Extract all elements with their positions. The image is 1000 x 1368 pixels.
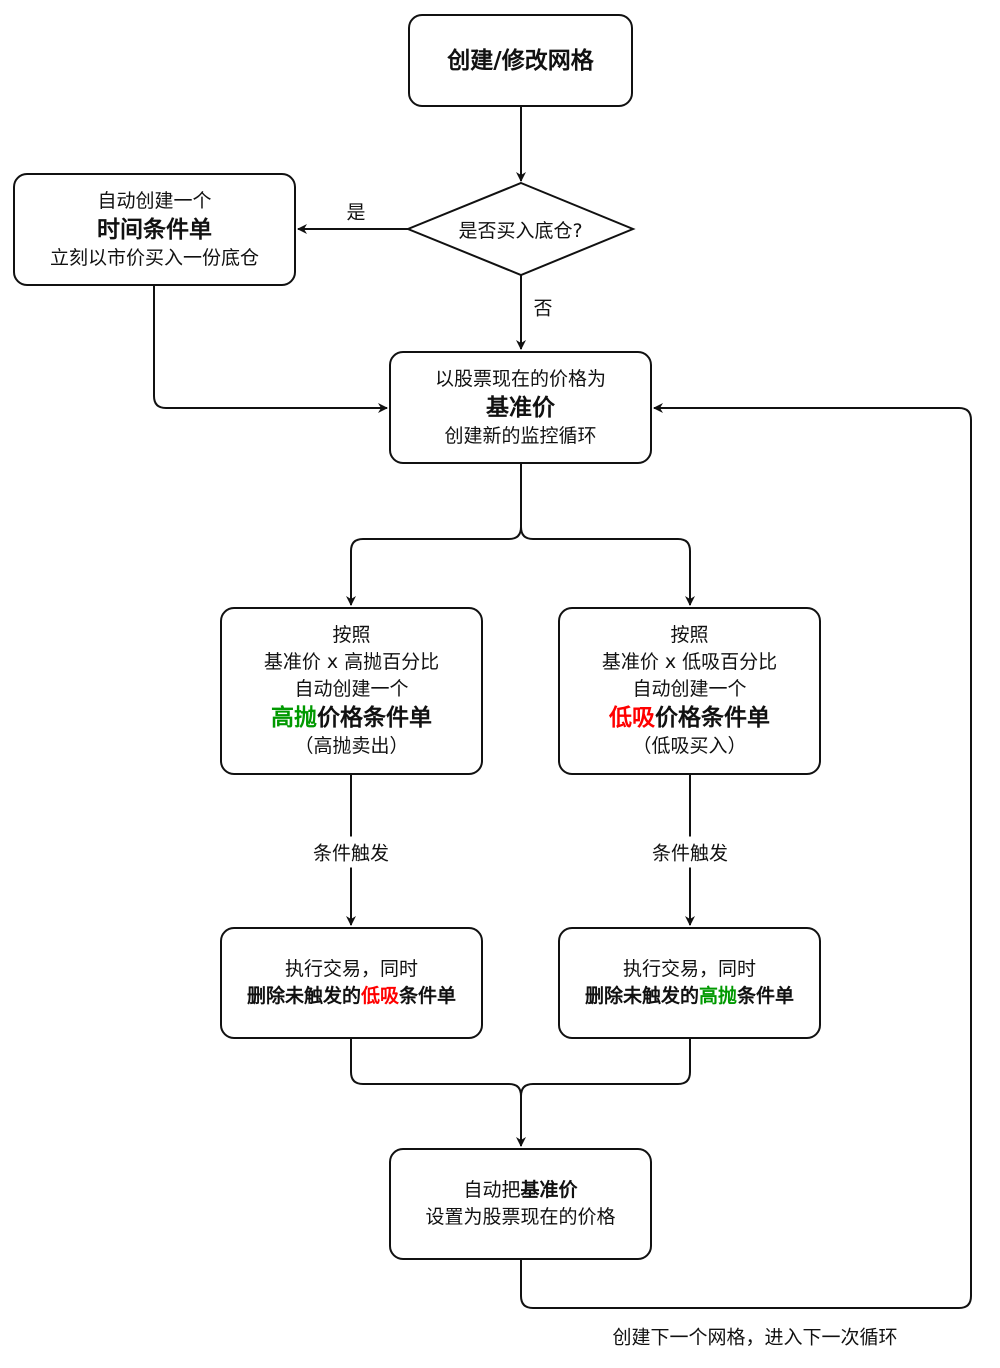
low-buy-node: 按照 基准价 x 低吸百分比 自动创建一个 低吸价格条件单 （低吸买入） xyxy=(558,607,821,775)
exec-buy-node: 执行交易，同时 删除未触发的高抛条件单 xyxy=(558,927,821,1039)
low-buy-line2: 基准价 x 低吸百分比 xyxy=(601,651,778,673)
base-price-node: 以股票现在的价格为 基准价 创建新的监控循环 xyxy=(389,351,652,464)
exec-buy-post: 条件单 xyxy=(737,985,795,1007)
exec-sell-highlight: 低吸 xyxy=(360,985,399,1007)
exec-sell-post: 条件单 xyxy=(399,985,457,1007)
reset-node: 自动把基准价 设置为股票现在的价格 xyxy=(389,1148,652,1260)
high-sell-node: 按照 基准价 x 高抛百分比 自动创建一个 高抛价格条件单 （高抛卖出） xyxy=(220,607,483,775)
edge-exec-right-reset xyxy=(520,1039,691,1097)
decision-node: 是否买入底仓? xyxy=(408,183,633,275)
exec-buy-line2: 删除未触发的高抛条件单 xyxy=(585,983,794,1010)
time-order-line3: 立刻以市价买入一份底仓 xyxy=(49,246,259,269)
time-order-line1: 自动创建一个 xyxy=(97,189,212,212)
start-node: 创建/修改网格 xyxy=(408,14,633,107)
label-no: 否 xyxy=(533,291,553,323)
edge-base-high xyxy=(346,464,522,606)
exec-buy-pre: 删除未触发的 xyxy=(584,985,699,1007)
exec-sell-line1: 执行交易，同时 xyxy=(284,958,418,980)
exec-sell-pre: 删除未触发的 xyxy=(246,985,361,1007)
edge-exec-left-reset xyxy=(350,1039,526,1147)
low-buy-line5: （低吸买入） xyxy=(632,735,747,757)
exec-sell-line2: 删除未触发的低吸条件单 xyxy=(247,983,456,1010)
base-price-line3: 创建新的监控循环 xyxy=(444,424,597,447)
exec-sell-node: 执行交易，同时 删除未触发的低吸条件单 xyxy=(220,927,483,1039)
base-price-title: 基准价 xyxy=(486,394,555,421)
low-buy-highlight: 低吸 xyxy=(609,705,655,731)
high-sell-title: 高抛价格条件单 xyxy=(271,703,432,733)
time-order-node: 自动创建一个 时间条件单 立刻以市价买入一份底仓 xyxy=(13,173,296,286)
high-sell-line3: 自动创建一个 xyxy=(294,678,409,700)
reset-pre: 自动把 xyxy=(463,1179,521,1201)
low-buy-title: 低吸价格条件单 xyxy=(609,703,770,733)
high-sell-line2: 基准价 x 高抛百分比 xyxy=(263,651,440,673)
decision-text: 是否买入底仓? xyxy=(458,219,583,242)
high-sell-title-rest: 价格条件单 xyxy=(317,705,432,731)
reset-bold: 基准价 xyxy=(520,1179,578,1201)
label-yes: 是 xyxy=(346,195,366,227)
edge-loop xyxy=(520,403,972,1309)
edge-base-low xyxy=(520,526,695,606)
low-buy-title-rest: 价格条件单 xyxy=(655,705,770,731)
label-trigger-left: 条件触发 xyxy=(312,836,390,868)
time-order-title: 时间条件单 xyxy=(97,216,212,243)
low-buy-line3: 自动创建一个 xyxy=(632,678,747,700)
label-trigger-right: 条件触发 xyxy=(651,836,729,868)
exec-buy-highlight: 高抛 xyxy=(698,985,737,1007)
reset-line2: 设置为股票现在的价格 xyxy=(425,1206,616,1228)
start-text: 创建/修改网格 xyxy=(447,47,594,74)
label-loop: 创建下一个网格，进入下一次循环 xyxy=(612,1320,898,1352)
high-sell-line5: （高抛卖出） xyxy=(294,735,409,757)
exec-buy-line1: 执行交易，同时 xyxy=(622,958,756,980)
reset-line1: 自动把基准价 xyxy=(463,1177,577,1204)
low-buy-line1: 按照 xyxy=(670,624,709,646)
high-sell-line1: 按照 xyxy=(332,624,371,646)
high-sell-highlight: 高抛 xyxy=(271,705,317,731)
base-price-line1: 以股票现在的价格为 xyxy=(434,367,606,390)
edge-time-base xyxy=(153,286,388,413)
